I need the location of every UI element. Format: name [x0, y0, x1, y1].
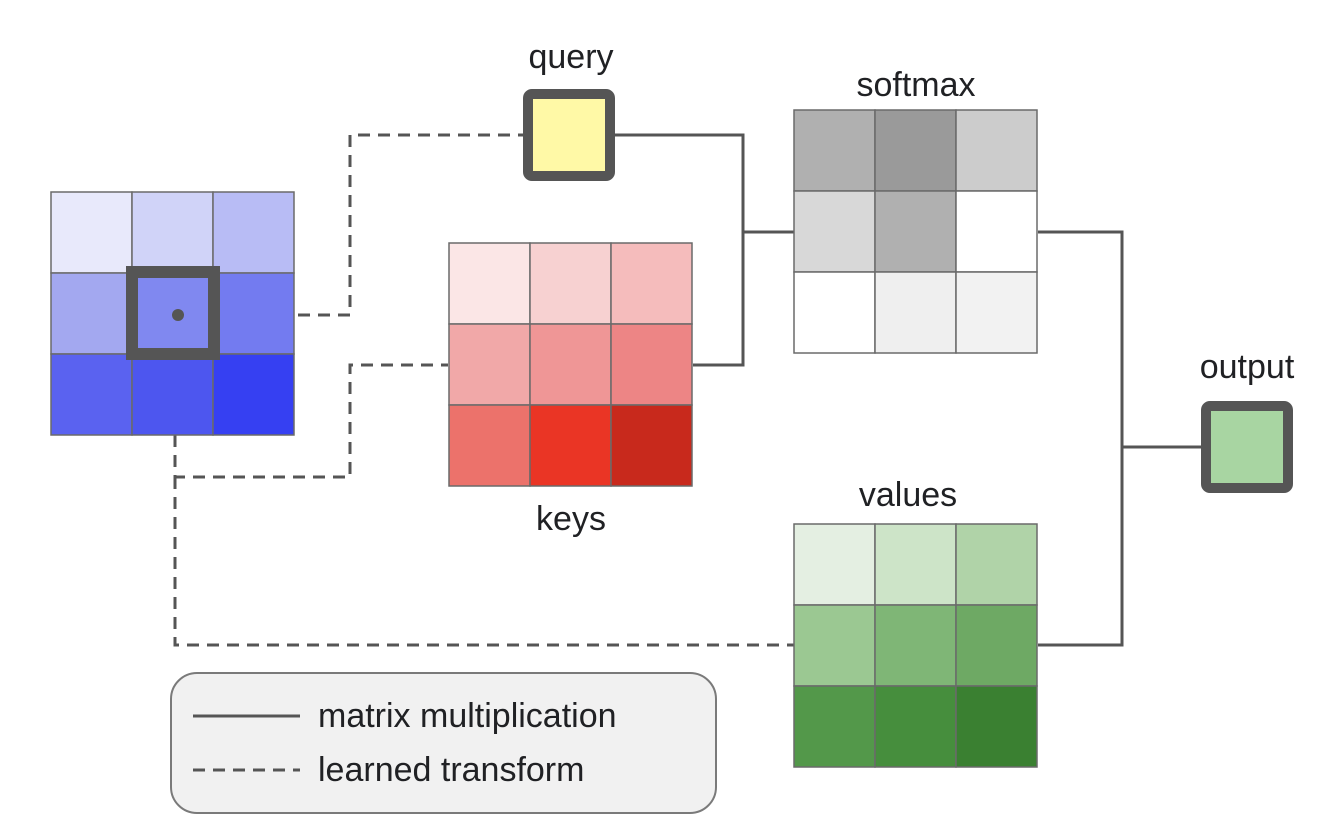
legend-dashed-label: learned transform	[318, 751, 584, 789]
keys-cell	[610, 404, 693, 487]
values-cell	[793, 685, 876, 768]
values-cell	[793, 523, 876, 606]
dashed-input-to-keys	[173, 363, 448, 479]
input-cell	[50, 353, 133, 436]
solid-softmax-to-join	[1038, 230, 1124, 447]
input-cell	[131, 191, 214, 274]
values-cell	[793, 604, 876, 687]
keys-cell	[610, 323, 693, 406]
keys-cell	[610, 242, 693, 325]
softmax-cell	[874, 109, 957, 192]
softmax-cell	[955, 190, 1038, 273]
keys-cell	[529, 323, 612, 406]
keys-cell	[448, 242, 531, 325]
values-cell	[874, 604, 957, 687]
softmax-grid	[793, 109, 1038, 354]
keys-label: keys	[536, 500, 606, 538]
input-cell	[50, 272, 133, 355]
solid-values-to-join	[1038, 447, 1124, 647]
values-grid	[793, 523, 1038, 768]
input-cell	[50, 191, 133, 274]
output-box	[1201, 401, 1293, 493]
query-box	[523, 89, 615, 181]
input-center-dot	[172, 309, 184, 321]
input-cell	[212, 353, 295, 436]
input-center-highlight	[126, 266, 220, 360]
keys-cell	[448, 404, 531, 487]
values-label: values	[859, 476, 957, 514]
keys-grid	[448, 242, 693, 487]
softmax-cell	[955, 271, 1038, 354]
softmax-cell	[874, 190, 957, 273]
solid-query-to-join	[614, 133, 745, 232]
values-cell	[955, 604, 1038, 687]
input-cell	[212, 272, 295, 355]
keys-cell	[448, 323, 531, 406]
dashed-input-to-values	[173, 477, 794, 647]
softmax-cell	[793, 190, 876, 273]
keys-cell	[529, 404, 612, 487]
legend-box	[170, 672, 717, 814]
connectors	[173, 133, 1206, 647]
input-cell	[212, 191, 295, 274]
softmax-label: softmax	[856, 66, 975, 104]
softmax-cell	[793, 109, 876, 192]
query-label: query	[528, 38, 613, 76]
softmax-cell	[874, 271, 957, 354]
keys-cell	[529, 242, 612, 325]
input-grid	[50, 191, 295, 436]
input-cell	[131, 353, 214, 436]
values-cell	[955, 523, 1038, 606]
softmax-cell	[793, 271, 876, 354]
solid-keys-to-join	[693, 232, 745, 367]
values-cell	[874, 685, 957, 768]
values-cell	[955, 685, 1038, 768]
values-cell	[874, 523, 957, 606]
output-label: output	[1200, 348, 1295, 386]
legend-solid-label: matrix multiplication	[318, 697, 617, 735]
softmax-cell	[955, 109, 1038, 192]
legend: matrix multiplication learned transform	[170, 672, 717, 814]
